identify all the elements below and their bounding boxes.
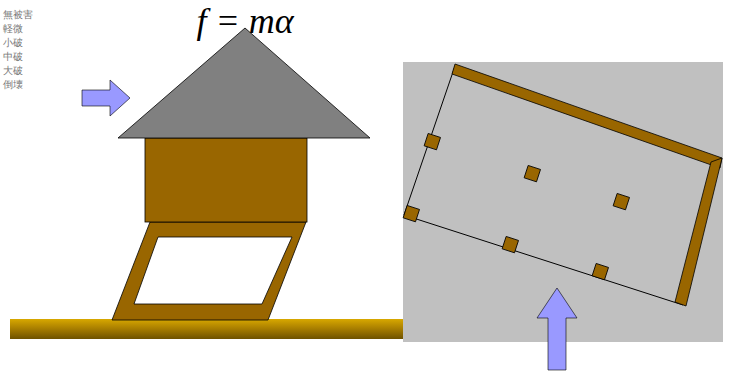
damage-level: 無被害 [3, 8, 33, 22]
roof [118, 28, 370, 138]
frame-opening [134, 237, 292, 304]
formula: f = mα [196, 0, 293, 42]
ground [10, 319, 406, 339]
plan-wall [675, 158, 722, 306]
story-frame [112, 222, 306, 320]
damage-level: 大破 [3, 64, 23, 78]
plan-columns [403, 133, 629, 279]
plan-wall [452, 64, 722, 168]
force-arrow [537, 288, 577, 370]
damage-level: 軽微 [3, 22, 23, 36]
force-arrow [82, 80, 130, 116]
damage-level: 中破 [3, 50, 23, 64]
damage-level: 小破 [3, 36, 23, 50]
house-body [145, 138, 307, 222]
damage-level: 倒壊 [3, 78, 23, 92]
